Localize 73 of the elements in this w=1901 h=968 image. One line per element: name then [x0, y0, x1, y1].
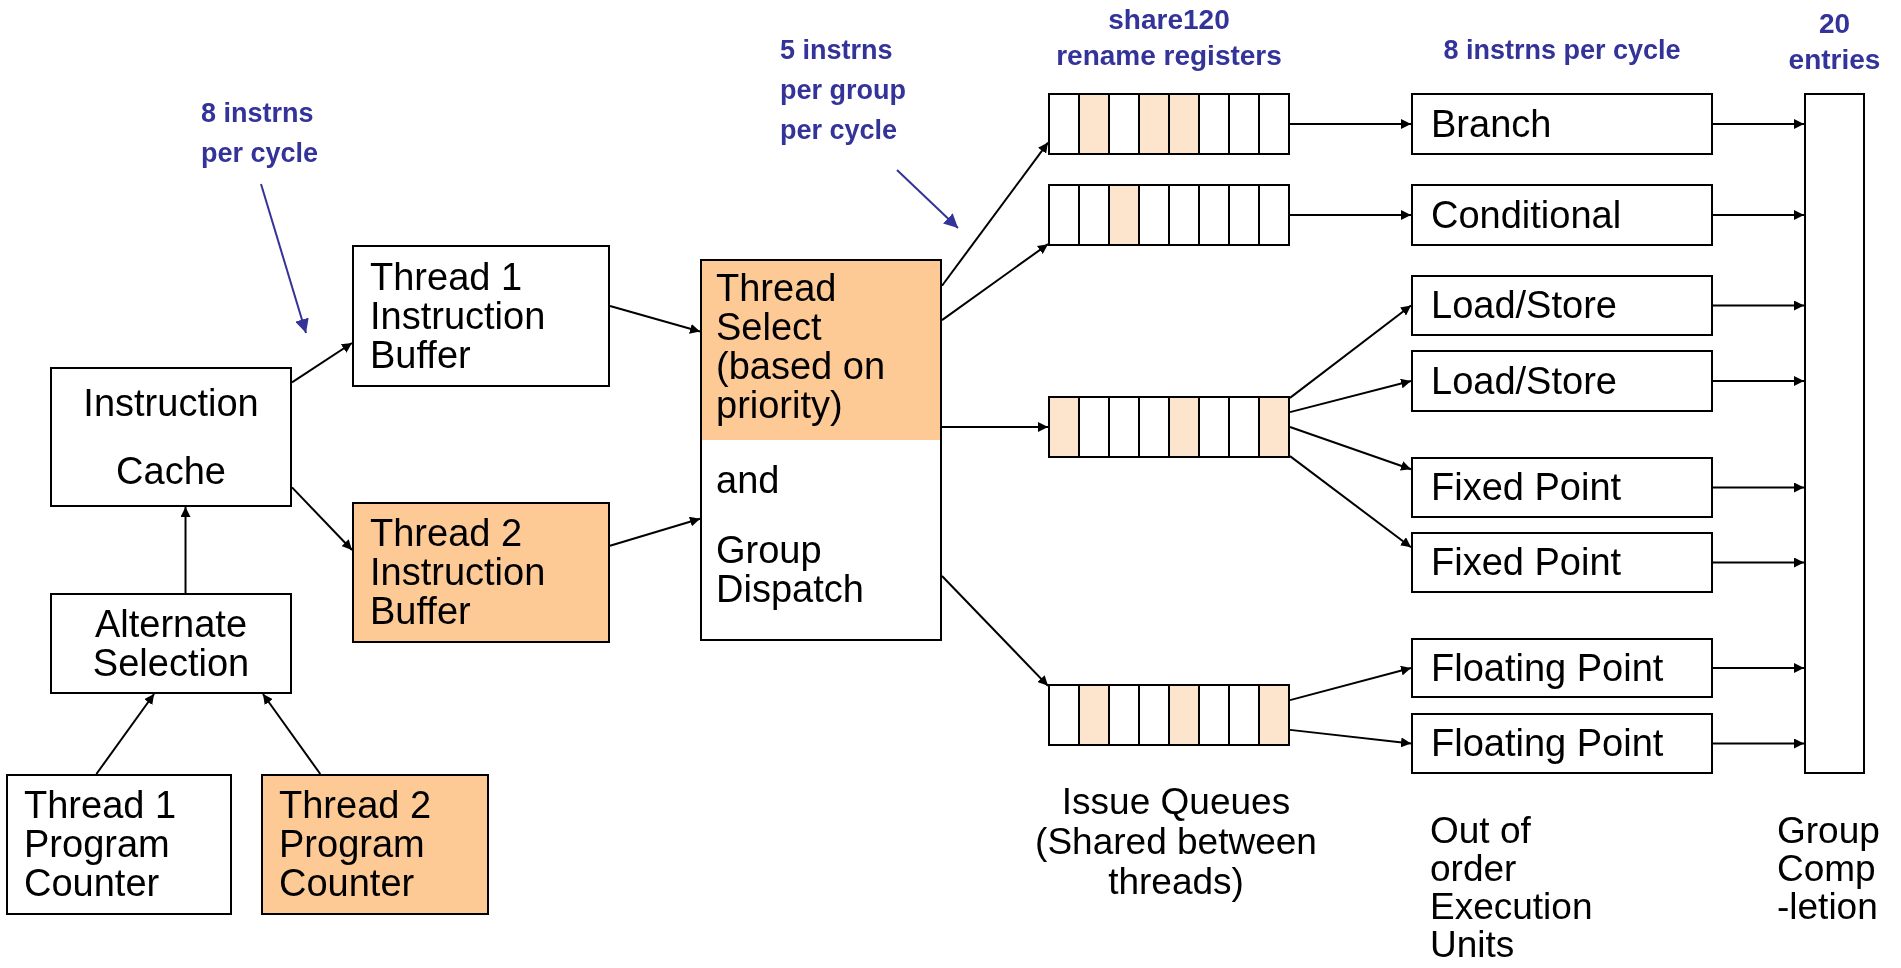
- arrow: [1712, 738, 1805, 749]
- node-label: Thread 2 Program Counter: [279, 786, 433, 903]
- issue-queue: [1048, 93, 1290, 155]
- node-label: Alternate Selection: [91, 604, 251, 683]
- unit-caption: Group Comp -letion: [1777, 812, 1881, 926]
- selection-box: [50, 593, 292, 694]
- arrow: [941, 243, 1049, 322]
- node-label: Load/Store: [1431, 286, 1617, 325]
- node-label: Floating Point: [1431, 724, 1664, 763]
- rate-label: 5 instrns per group per cycle: [780, 34, 907, 147]
- node-label: Instruction: [83, 383, 259, 423]
- process-box: [261, 774, 489, 915]
- issue-queue: [1048, 396, 1290, 458]
- arrow: [1712, 482, 1805, 493]
- arrow: [1712, 300, 1805, 311]
- arrow: [1712, 663, 1805, 673]
- execution-unit-box: [1411, 184, 1713, 246]
- node-label: Fixed Point: [1431, 468, 1622, 507]
- rate-label: 8 instrns per cycle: [201, 97, 320, 170]
- execution-unit-box: [1411, 713, 1713, 774]
- arrow: [941, 575, 1049, 687]
- rate-label: 8 instrns per cycle: [1442, 34, 1682, 67]
- arrow: [261, 693, 322, 775]
- node-label: Load/Store: [1431, 361, 1617, 401]
- arrow: [1289, 455, 1412, 549]
- arrow: [1712, 557, 1805, 568]
- arrow: [609, 305, 701, 334]
- section-caption: Issue Queues (Shared between threads): [1034, 782, 1318, 902]
- execution-unit-box: [1411, 350, 1713, 412]
- node-label: Fixed Point: [1431, 543, 1622, 582]
- execution-unit-box: [1411, 532, 1713, 593]
- arrow: [1289, 665, 1412, 702]
- section-caption: Out of order Execution Units: [1430, 812, 1594, 964]
- arrow: [1712, 376, 1805, 386]
- arrow: [1289, 119, 1412, 129]
- process-box: [352, 245, 610, 387]
- arrow: [291, 342, 353, 384]
- arrow: [1289, 378, 1412, 414]
- node-label: Thread 1 Program Counter: [24, 786, 178, 903]
- execution-unit-box: [1411, 457, 1713, 518]
- issue-queue: [1048, 184, 1290, 246]
- arrow: [180, 506, 191, 594]
- node-label: Group Dispatch: [716, 531, 865, 609]
- node-label: Floating Point: [1431, 648, 1664, 688]
- execution-unit-box: [1411, 638, 1713, 698]
- node-label: Branch: [1431, 104, 1552, 144]
- arrow: [609, 516, 701, 547]
- node-label: Thread 1 Instruction Buffer: [370, 257, 547, 375]
- arrow: [941, 422, 1049, 432]
- dispatch-box: [700, 259, 942, 641]
- issue-queue: [1048, 684, 1290, 746]
- capacity-label: 20 entries: [1787, 7, 1882, 77]
- arrow: [941, 141, 1049, 287]
- node-label: Conditional: [1431, 195, 1622, 235]
- arrow: [1289, 728, 1412, 748]
- arrow: [291, 486, 353, 551]
- arrow: [95, 693, 156, 775]
- execution-unit-box: [1411, 93, 1713, 155]
- capacity-label: share120 rename registers: [1055, 3, 1283, 73]
- node-label: Thread Select (based on priority): [716, 269, 886, 425]
- completion-table-bar: [1804, 93, 1865, 774]
- arrow: [1712, 210, 1805, 220]
- arrow: [1289, 304, 1412, 399]
- process-box: [352, 502, 610, 643]
- node-label: Cache: [116, 451, 226, 491]
- execution-unit-box: [1411, 275, 1713, 336]
- arrow: [1289, 426, 1412, 471]
- node-label: and: [716, 461, 781, 500]
- arrow: [1712, 119, 1805, 129]
- arrow: [1289, 210, 1412, 220]
- node-label: Thread 2 Instruction Buffer: [370, 514, 547, 631]
- cache-box: [50, 367, 292, 507]
- process-box: [6, 774, 232, 915]
